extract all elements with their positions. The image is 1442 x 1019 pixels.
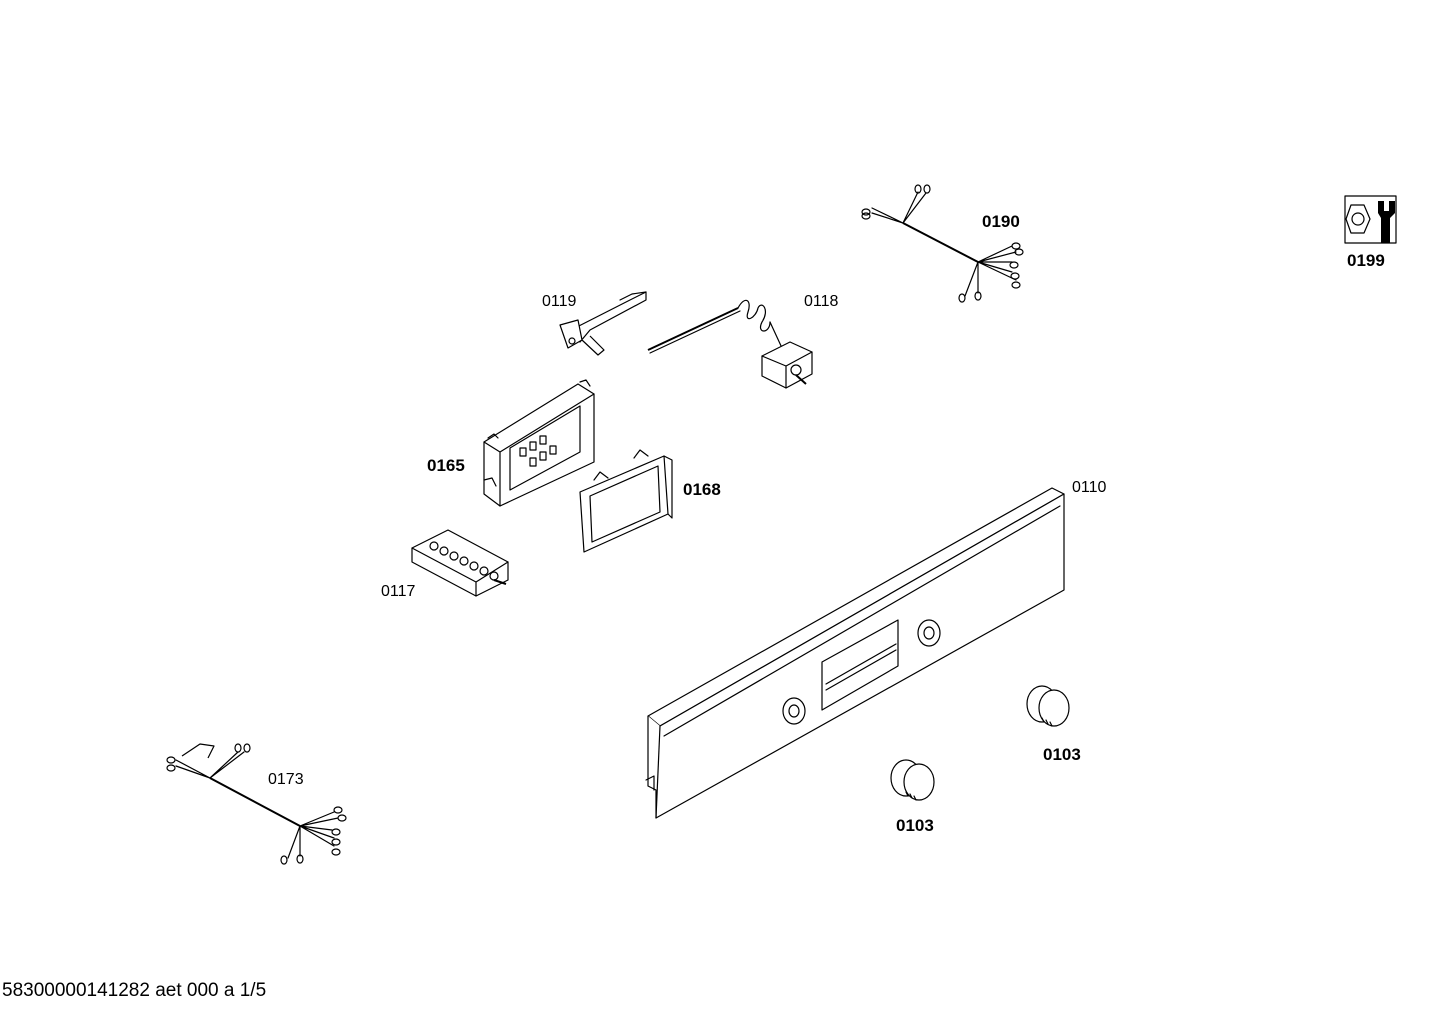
wiring-harness-0190[interactable] [861,184,1024,303]
control-knob-0103-right[interactable] [1026,685,1070,727]
document-code: 58300000141282 aet 000 a 1/5 [2,980,267,1001]
control-knob-0103-lower[interactable] [890,759,935,801]
part-label-0165: 0165 [427,456,465,475]
part-label-0118: 0118 [804,293,839,310]
part-label-0199: 0199 [1347,251,1385,270]
thermostat-0118[interactable] [647,299,813,389]
bracket-0119[interactable] [559,291,647,356]
part-label-0173: 0173 [268,771,304,788]
part-label-0119: 0119 [542,293,577,310]
control-panel-0110[interactable] [645,487,1065,819]
part-label-0110: 0110 [1072,479,1107,496]
display-frame-0168[interactable] [579,449,673,553]
part-label-0190: 0190 [982,212,1020,231]
part-label-0103-lower: 0103 [896,816,934,835]
part-label-0103-right: 0103 [1043,745,1081,764]
wrench-nut-icon[interactable] [1344,195,1397,244]
part-label-0168: 0168 [683,480,721,499]
electronic-module-0165[interactable] [483,379,595,507]
terminal-block-0117[interactable] [411,529,509,597]
wiring-harness-0173[interactable] [166,743,347,865]
part-label-0117: 0117 [381,583,416,600]
